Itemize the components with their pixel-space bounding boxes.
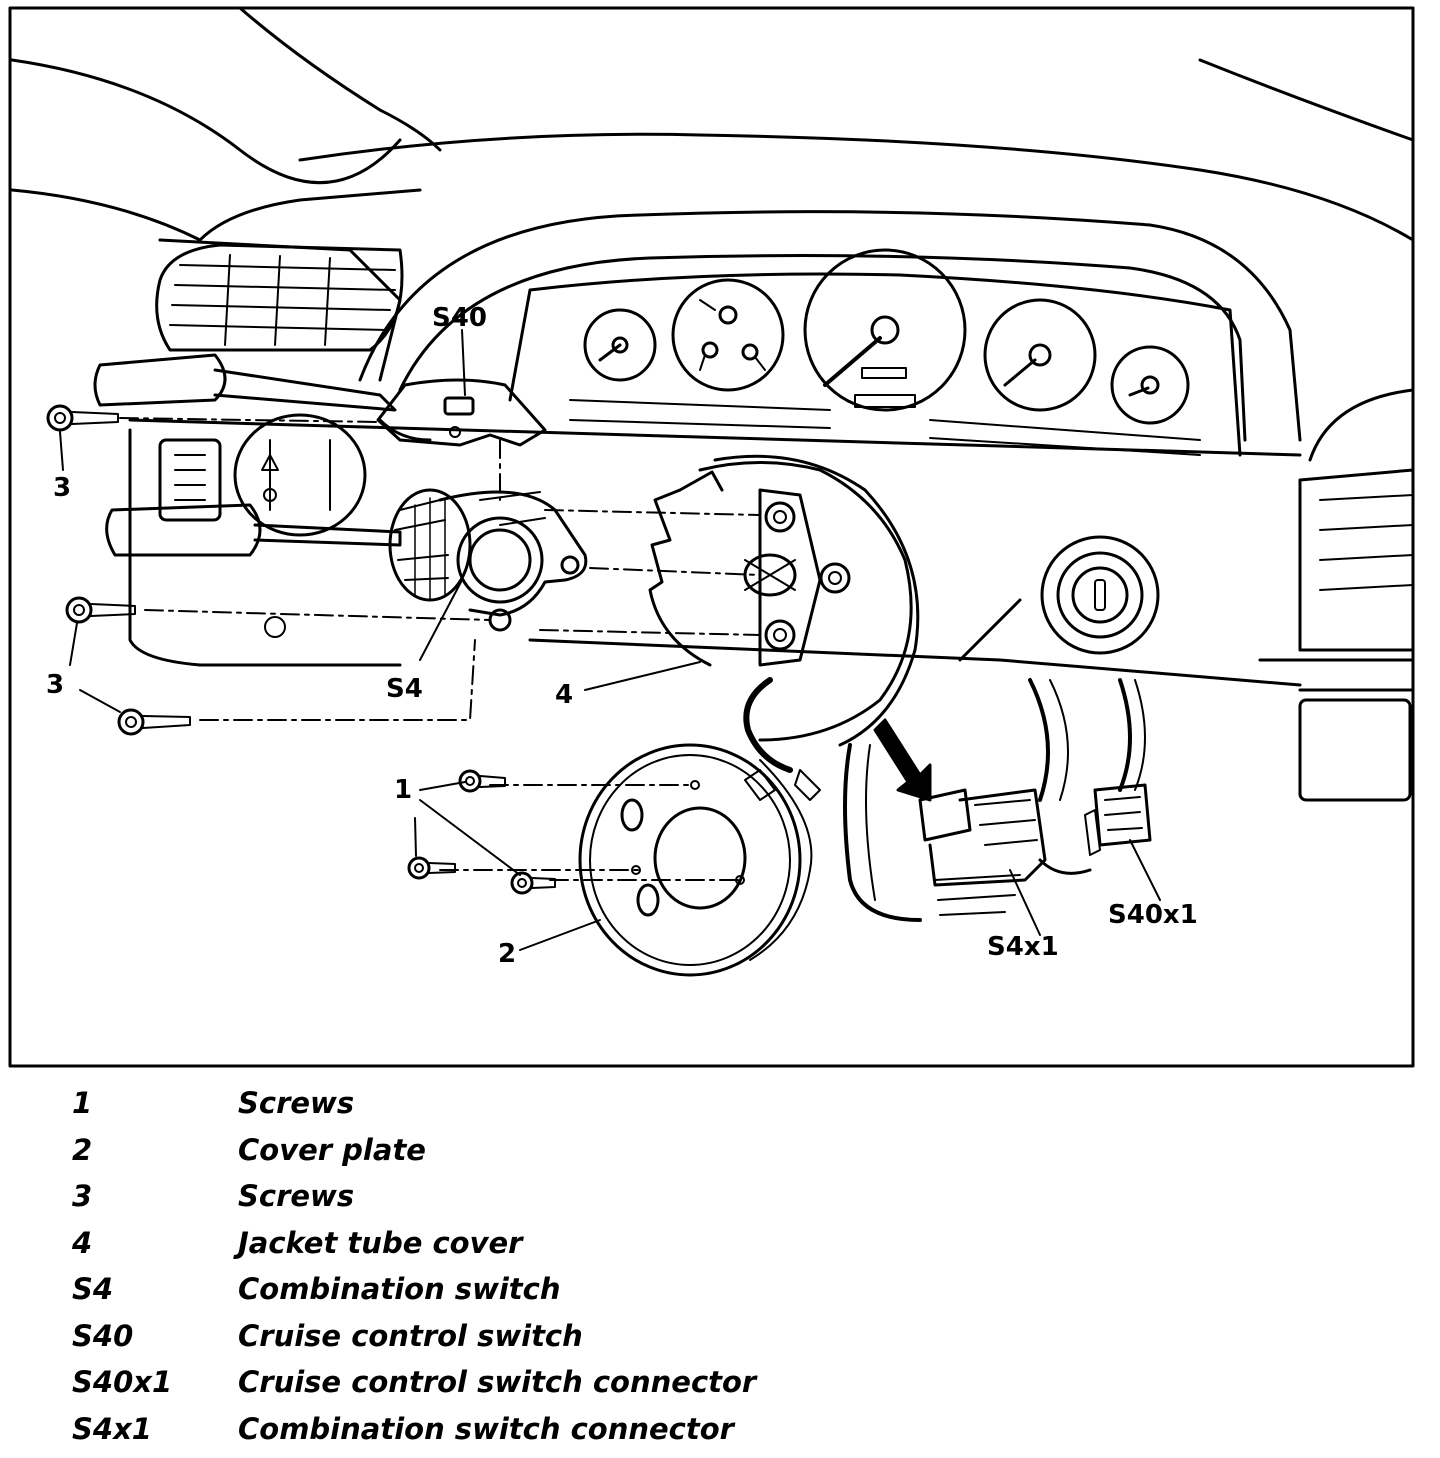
- connector-arrow-icon: [875, 720, 930, 800]
- callout-1: 1: [394, 775, 412, 805]
- legend-row: S40x1 Cruise control switch connector: [72, 1365, 1392, 1412]
- legend-row: 1 Screws: [72, 1086, 1392, 1133]
- cruise-control-switch: [378, 380, 545, 445]
- legend-description: Screws: [238, 1086, 354, 1120]
- legend-row: 4 Jacket tube cover: [72, 1226, 1392, 1273]
- legend-description: Cover plate: [238, 1133, 426, 1167]
- legend-description: Combination switch connector: [238, 1412, 734, 1446]
- legend-description: Cruise control switch connector: [238, 1365, 756, 1399]
- screw-1-left: [409, 858, 455, 878]
- cover-plate: [580, 745, 820, 975]
- callout-s40x1: S40x1: [1108, 900, 1198, 930]
- alignment-lines: [120, 418, 760, 880]
- left-air-vent: [157, 245, 402, 350]
- instrument-cluster: [510, 250, 1240, 455]
- screw-3-top: [48, 406, 118, 430]
- lower-stalk-lever: [107, 505, 400, 555]
- legend-description: Screws: [238, 1179, 354, 1213]
- callout-s40: S40: [432, 303, 487, 333]
- callout-4: 4: [555, 680, 573, 710]
- ignition-lock: [1042, 537, 1158, 653]
- legend-key: S4: [72, 1272, 238, 1306]
- screw-3-bottom: [119, 710, 190, 734]
- legend-row: S40 Cruise control switch: [72, 1319, 1392, 1366]
- upper-stalk-lever: [95, 355, 395, 410]
- right-air-vent: [1300, 390, 1413, 650]
- jacket-tube-cover: [650, 456, 918, 770]
- legend-key: S40: [72, 1319, 238, 1353]
- exploded-view-illustration: S40 3 3 S4 4 1 2 S40x1 S4x1: [0, 0, 1440, 1080]
- legend-key: 1: [72, 1086, 238, 1120]
- parts-legend: 1 Screws 2 Cover plate 3 Screws 4 Jacket…: [72, 1086, 1392, 1458]
- legend-key: 3: [72, 1179, 238, 1213]
- legend-key: S40x1: [72, 1365, 238, 1399]
- diagram-figure: S40 3 3 S4 4 1 2 S40x1 S4x1: [0, 0, 1440, 1080]
- legend-row: S4x1 Combination switch connector: [72, 1412, 1392, 1458]
- screw-1-right: [512, 873, 555, 893]
- callout-s4x1: S4x1: [987, 932, 1059, 962]
- legend-description: Cruise control switch: [238, 1319, 583, 1353]
- legend-key: 2: [72, 1133, 238, 1167]
- screw-3-middle: [67, 598, 135, 622]
- dashboard-outline: [12, 8, 1413, 800]
- wiring-harness: [845, 680, 1145, 920]
- callout-3-bottom: 3: [46, 670, 64, 700]
- legend-row: S4 Combination switch: [72, 1272, 1392, 1319]
- legend-key: 4: [72, 1226, 238, 1260]
- combination-switch-connector: [920, 790, 1045, 915]
- legend-description: Jacket tube cover: [238, 1226, 522, 1260]
- legend-row: 2 Cover plate: [72, 1133, 1392, 1180]
- legend-row: 3 Screws: [72, 1179, 1392, 1226]
- callout-3-top: 3: [53, 473, 71, 503]
- callout-s4: S4: [386, 674, 423, 704]
- callout-2: 2: [498, 939, 516, 969]
- cruise-control-connector: [1085, 785, 1150, 855]
- legend-description: Combination switch: [238, 1272, 561, 1306]
- legend-key: S4x1: [72, 1412, 238, 1446]
- screw-1-top: [460, 771, 505, 791]
